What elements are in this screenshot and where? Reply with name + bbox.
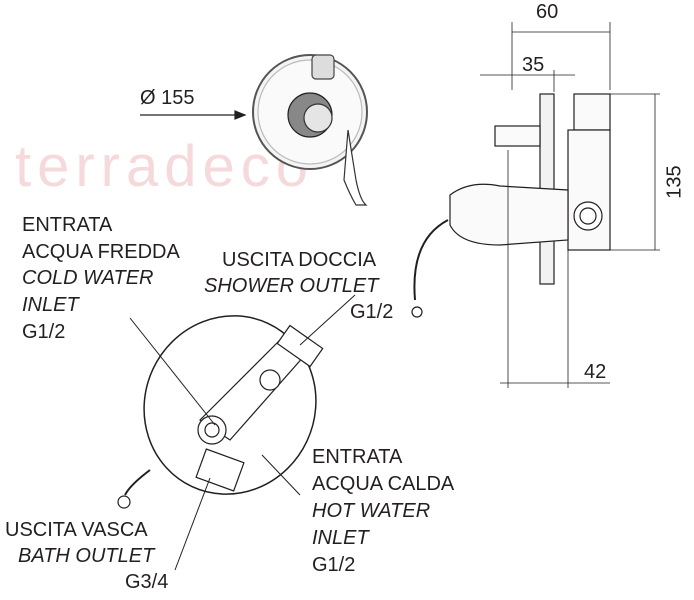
cold-inlet-it1: ENTRATA (22, 214, 113, 236)
bath-outlet-thread: G3/4 (125, 571, 169, 593)
shower-outlet-it: USCITA DOCCIA (222, 249, 377, 271)
watermark: terradeco (15, 134, 315, 199)
rear-view-body (117, 315, 324, 509)
leader-lines (129, 294, 356, 571)
front-view-product (252, 54, 368, 206)
dim-135: 135 (663, 165, 686, 199)
cold-inlet-en2: INLET (22, 294, 79, 316)
dim-diameter: Ø 155 (140, 87, 195, 109)
hot-inlet-it2: ACQUA CALDA (312, 473, 455, 495)
cold-inlet-thread: G1/2 (22, 321, 66, 343)
hot-inlet-en1: HOT WATER (312, 500, 431, 522)
bath-outlet-en: BATH OUTLET (18, 545, 155, 567)
shower-outlet-thread: G1/2 (350, 301, 394, 323)
hot-inlet-en2: INLET (312, 527, 369, 549)
side-view (411, 22, 660, 388)
cold-inlet-it2: ACQUA FREDDA (22, 241, 180, 263)
dim-35: 35 (522, 54, 545, 76)
hot-inlet-thread: G1/2 (312, 554, 356, 576)
diameter-arrow (140, 110, 247, 120)
dim-42: 42 (584, 361, 607, 383)
bath-outlet-it: USCITA VASCA (5, 519, 148, 541)
cold-inlet-en1: COLD WATER (22, 267, 154, 289)
dim-60: 60 (536, 1, 559, 23)
shower-outlet-en: SHOWER OUTLET (204, 275, 379, 297)
hot-inlet-it1: ENTRATA (312, 446, 403, 468)
